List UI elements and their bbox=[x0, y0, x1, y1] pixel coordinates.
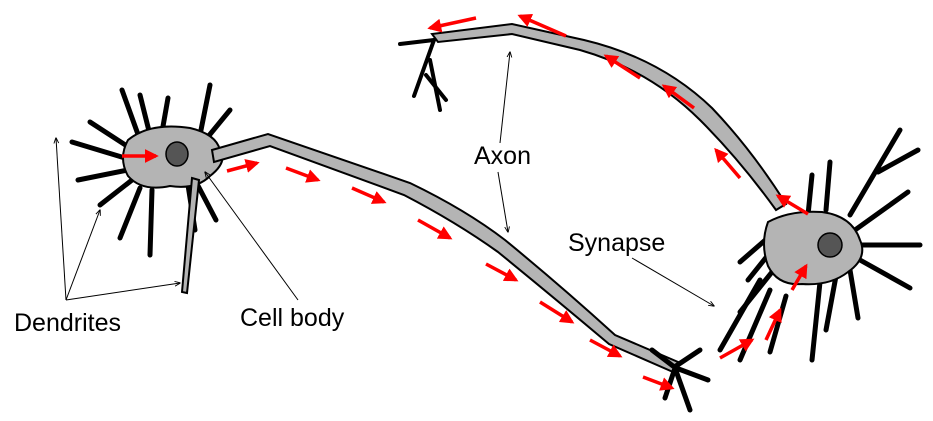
synapse-pointer bbox=[632, 258, 714, 306]
synapse-label: Synapse bbox=[568, 231, 665, 256]
left-nucleus bbox=[166, 142, 188, 166]
right-neuron bbox=[400, 24, 920, 360]
axon-pointer-up bbox=[500, 52, 510, 143]
right-nucleus bbox=[818, 233, 842, 257]
left-long-dendrite bbox=[182, 178, 199, 293]
axon-terminal bbox=[652, 350, 708, 410]
red-arrow-icon bbox=[286, 168, 318, 180]
right-cell-body bbox=[764, 212, 862, 285]
right-axon bbox=[432, 24, 786, 210]
cell-body-label: Cell body bbox=[240, 306, 344, 331]
signal-arrows bbox=[122, 16, 808, 388]
red-arrow-icon bbox=[486, 264, 516, 280]
cell-body-pointer bbox=[205, 172, 298, 300]
axon-label: Axon bbox=[474, 144, 531, 169]
red-arrow-icon bbox=[352, 188, 384, 202]
right-axon-terminal bbox=[400, 40, 446, 110]
red-arrow-icon bbox=[227, 163, 257, 171]
axon-pointer-down bbox=[498, 172, 508, 232]
left-neuron bbox=[72, 85, 230, 293]
red-arrow-icon bbox=[418, 220, 450, 238]
dendrites-label: Dendrites bbox=[14, 311, 121, 336]
red-arrow-icon bbox=[430, 18, 476, 28]
